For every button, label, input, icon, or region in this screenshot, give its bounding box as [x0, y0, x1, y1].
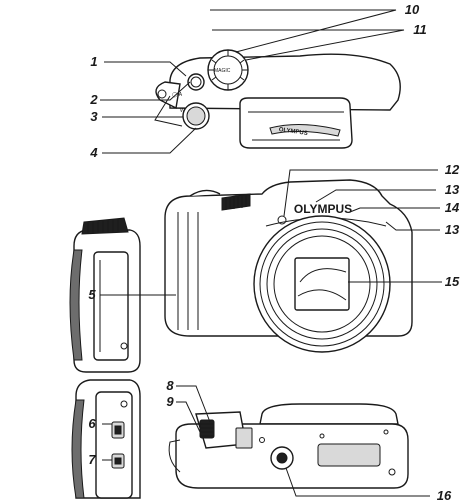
top-brand-label: OLYMPUS: [278, 127, 308, 137]
callout-13b: 13: [445, 222, 460, 237]
af-illuminator: [277, 215, 287, 225]
front-view: OLYMPUS: [164, 179, 413, 353]
callout-4: 4: [89, 145, 98, 160]
callout-7: 7: [88, 452, 96, 467]
top-view: OLYMPUS ◯ A W MAGIC: [154, 49, 401, 149]
side-open-view: [71, 379, 141, 499]
side-terminal-cover: [93, 251, 129, 361]
callout-16: 16: [437, 488, 452, 502]
bottom-view: [168, 403, 409, 489]
callout-6: 6: [88, 416, 96, 431]
leader-lines: [100, 9, 442, 497]
callout-11: 11: [413, 22, 427, 37]
callout-15: 15: [445, 274, 460, 289]
top-button-text: ◯ A: [172, 92, 183, 98]
shutter-button: [187, 73, 205, 91]
terminal-cover-open: [95, 391, 133, 499]
callout-14: 14: [445, 200, 460, 215]
callout-3: 3: [90, 109, 98, 124]
side-view: [69, 217, 141, 373]
callout-5: 5: [88, 287, 96, 302]
callout-10: 10: [405, 2, 420, 17]
lens-cover: [294, 257, 350, 311]
battery-lock-knob: [199, 419, 215, 439]
callout-labels: 1 2 3 4 5 6 7 10 11 12 13 14 13 15 8 9 1…: [88, 2, 460, 502]
callout-9: 9: [166, 394, 174, 409]
strap-eyelet: [157, 89, 167, 99]
callout-1: 1: [90, 54, 97, 69]
callout-8: 8: [166, 378, 174, 393]
callout-2: 2: [89, 92, 98, 107]
front-brand-label: OLYMPUS: [294, 202, 352, 216]
callout-12: 12: [445, 162, 460, 177]
zoom-lever-text: W: [180, 108, 185, 114]
mode-dial-text: MAGIC: [214, 68, 231, 74]
callout-13: 13: [445, 182, 460, 197]
